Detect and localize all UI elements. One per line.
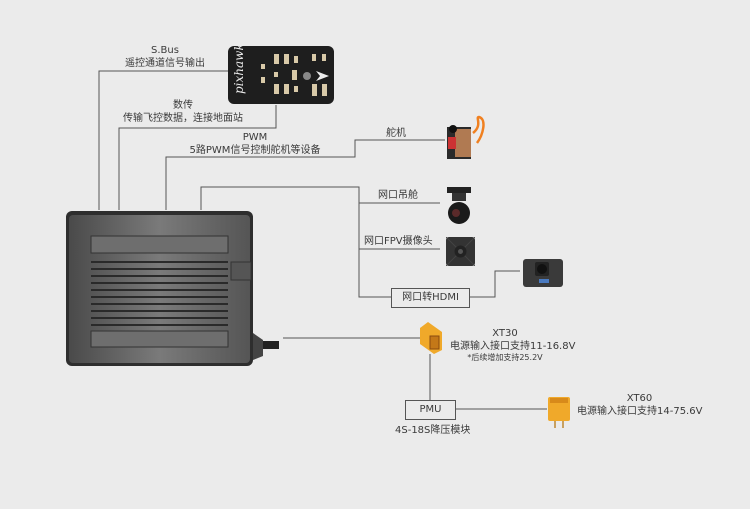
pmu-box: PMU (405, 400, 456, 420)
sbus-title: S.Bus (151, 45, 179, 56)
pwm-title: PWM (242, 132, 268, 143)
pwm-label: PWM 5路PWM信号控制舵机等设备 (180, 131, 330, 157)
telemetry-label: 数传 传输飞控数据，连接地面站 (108, 99, 258, 125)
sbus-desc: 遥控通道信号输出 (125, 58, 205, 69)
telemetry-line (118, 105, 277, 210)
pwm-line (165, 139, 445, 210)
servo-device (443, 115, 488, 165)
xt30-desc: 电源输入接口支持11-16.8V (450, 341, 576, 352)
gimbal-device (444, 185, 474, 227)
sbus-line (98, 70, 228, 210)
action-camera-device (523, 257, 563, 289)
main-control-unit (65, 210, 285, 368)
pwm-desc: 5路PWM信号控制舵机等设备 (189, 145, 321, 156)
xt30-title: XT30 (492, 328, 518, 339)
sbus-label: S.Bus 遥控通道信号输出 (120, 44, 210, 70)
fpv-camera-device (445, 236, 476, 267)
hdmi-adapter-box: 网口转HDMI (391, 288, 470, 308)
xt60-title: XT60 (626, 393, 653, 404)
hdmi-line (469, 270, 520, 298)
xt30-label: XT30 电源输入接口支持11-16.8V *后续增加支持25.2V (450, 327, 576, 363)
servo-label: 舵机 (386, 128, 406, 139)
xt30-connector (418, 322, 444, 354)
network-line (200, 186, 391, 298)
telemetry-title: 数传 (173, 100, 193, 111)
telemetry-desc: 传输飞控数据，连接地面站 (123, 113, 243, 124)
pmu-desc: 4S-18S降压模块 (395, 425, 471, 436)
xt30-note: *后续增加支持25.2V (467, 353, 543, 362)
xt60-desc: 电源输入接口支持14-75.6V (577, 406, 703, 417)
flight-controller: pixhawk (226, 43, 336, 106)
xt60-connector (547, 395, 571, 429)
fpv-camera-label: 网口FPV摄像头 (364, 236, 433, 247)
xt60-label: XT60 电源输入接口支持14-75.6V (577, 392, 702, 418)
gimbal-label: 网口吊舱 (378, 190, 418, 201)
pixhawk-logo: pixhawk (232, 44, 246, 94)
